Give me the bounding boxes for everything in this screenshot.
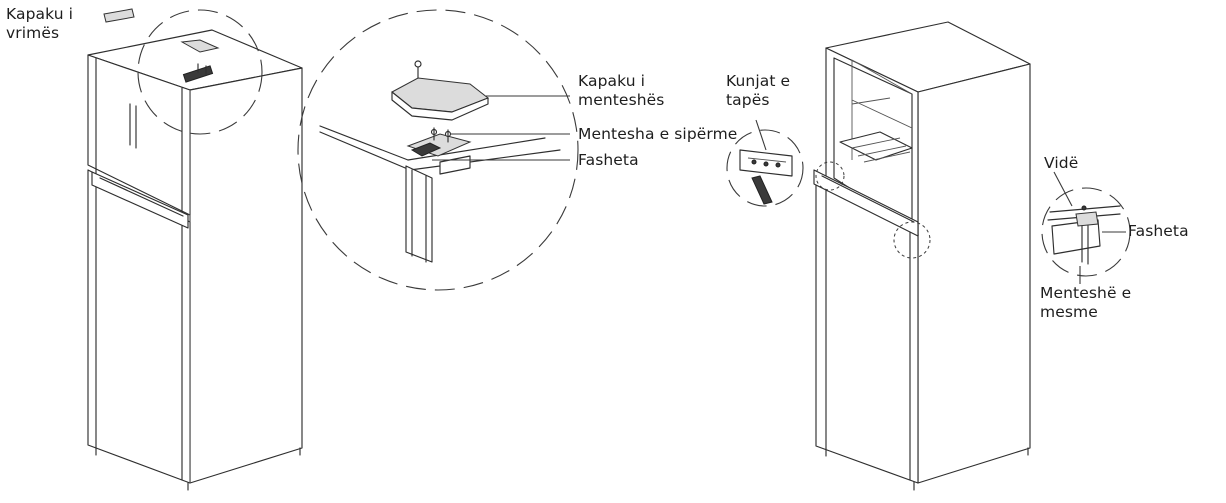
label-hinge-cover: Kapaku i menteshës bbox=[578, 72, 665, 109]
label-gasket-middle: Fasheta bbox=[1128, 222, 1189, 240]
hinge-detail-magnified bbox=[297, 9, 579, 291]
label-vent-cover: Kapaku i vrimës bbox=[6, 5, 74, 42]
fridge-closed bbox=[87, 8, 303, 491]
fridge-open bbox=[813, 21, 1031, 491]
label-plug-caps: Kunjat e tapës bbox=[726, 72, 791, 109]
label-middle-hinge: Menteshë e mesme bbox=[1040, 284, 1132, 321]
label-screw: Vidë bbox=[1044, 154, 1079, 172]
plug-caps-detail bbox=[726, 119, 804, 207]
middle-hinge-detail bbox=[1041, 171, 1131, 284]
label-gasket-top: Fasheta bbox=[578, 151, 639, 169]
label-upper-hinge: Mentesha e sipërme bbox=[578, 125, 738, 143]
